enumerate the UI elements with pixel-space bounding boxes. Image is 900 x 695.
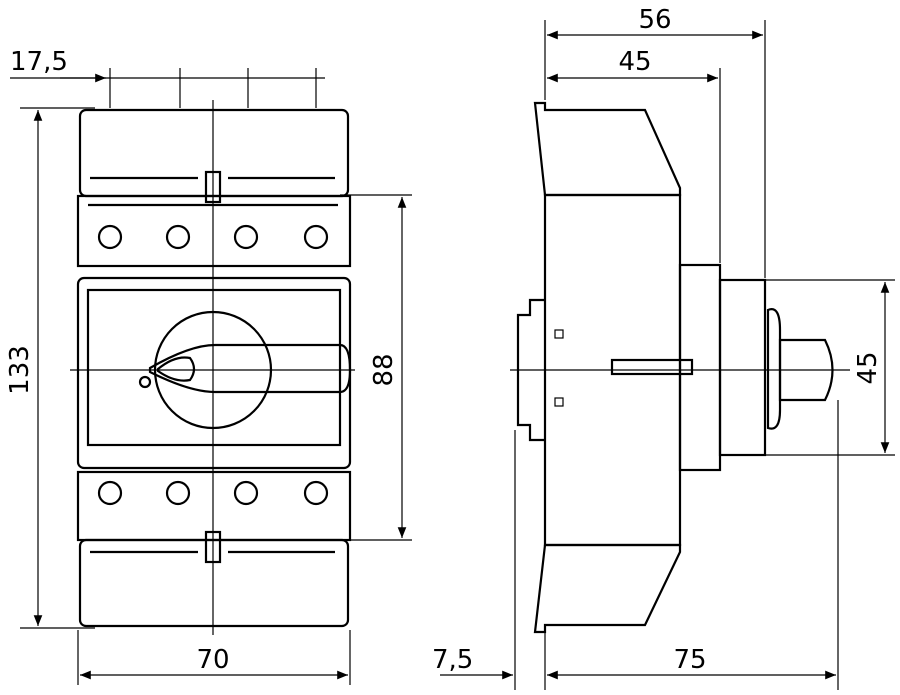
dim-17-5: 17,5 <box>10 47 68 77</box>
terminal-screws-top <box>97 224 329 250</box>
dim-45-knob: 45 <box>853 351 883 384</box>
terminal-screws-bottom <box>97 480 329 506</box>
dim-88: 88 <box>369 353 399 386</box>
front-dimensions: 133 70 88 17,5 <box>5 47 412 685</box>
front-view <box>70 100 355 635</box>
side-dimensions: 56 45 45 7,5 75 <box>432 5 895 690</box>
dim-56: 56 <box>638 5 671 35</box>
dim-133: 133 <box>5 345 35 395</box>
side-view <box>510 101 850 634</box>
dim-70: 70 <box>196 645 229 675</box>
dim-45-depth: 45 <box>618 47 651 77</box>
dim-7-5: 7,5 <box>432 645 473 675</box>
dim-75: 75 <box>673 645 706 675</box>
